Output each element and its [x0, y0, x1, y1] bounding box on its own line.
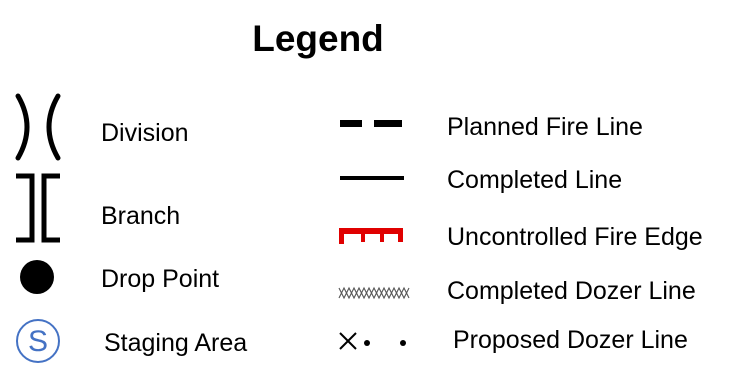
- branch-label: Branch: [101, 202, 181, 230]
- completed-line-label: Completed Line: [447, 166, 623, 194]
- staging-letter: S: [28, 325, 48, 358]
- division-label: Division: [101, 119, 189, 147]
- solid-line-icon: [340, 176, 404, 180]
- dashed-line-icon: [340, 120, 402, 127]
- red-comb-icon: [339, 228, 403, 244]
- staging-area-icon: S: [16, 319, 60, 363]
- planned-fire-line-label: Planned Fire Line: [447, 113, 643, 141]
- crosshatch-icon: [338, 286, 410, 300]
- division-icon: [15, 93, 61, 161]
- drop-point-icon: [20, 260, 54, 294]
- completed-dozer-line-label: Completed Dozer Line: [447, 277, 696, 305]
- branch-icon: [16, 173, 60, 243]
- x-dot-icon: [339, 332, 406, 350]
- staging-area-label: Staging Area: [104, 329, 248, 357]
- legend-title: Legend: [252, 18, 384, 59]
- drop-point-label: Drop Point: [101, 265, 220, 293]
- proposed-dozer-line-label: Proposed Dozer Line: [453, 326, 688, 354]
- uncontrolled-fire-edge-label: Uncontrolled Fire Edge: [447, 223, 703, 251]
